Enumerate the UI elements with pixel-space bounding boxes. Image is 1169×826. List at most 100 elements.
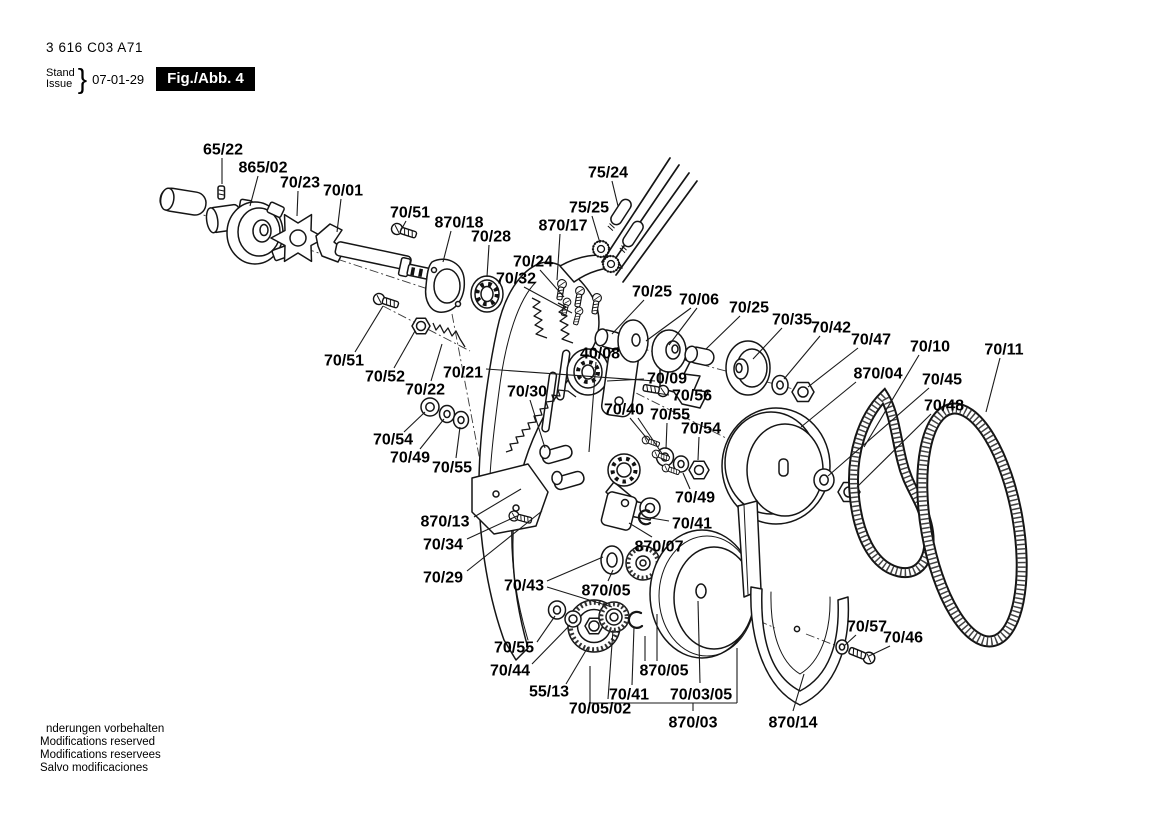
part-rollers-70-43 <box>539 444 585 491</box>
leader-line-70-54-left <box>403 411 426 433</box>
part-label-70-51-top: 70/51 <box>390 205 430 222</box>
leader-line-70-43 <box>546 586 613 608</box>
part-washer-70-42 <box>771 374 789 396</box>
leader-line-70-32 <box>523 286 573 314</box>
leader-line-870-07 <box>628 522 653 538</box>
part-spring-70-30 <box>505 389 577 453</box>
leader-line-70-56 <box>649 391 670 396</box>
part-label-70-03-05: 70/03/05 <box>670 687 732 704</box>
part-label-70-40: 70/40 <box>604 402 644 419</box>
leader-line-70-29 <box>466 510 543 572</box>
leader-line-70-06 <box>668 307 698 346</box>
leader-line-870-13 <box>473 488 522 518</box>
leader-line-70-57 <box>843 634 857 647</box>
leader-line-70-11 <box>985 357 1001 413</box>
leader-line-55-13 <box>565 646 589 685</box>
leader-line-870-17 <box>556 233 561 281</box>
part-label-870-04: 870/04 <box>854 366 903 383</box>
part-screw-70-46 <box>846 644 878 667</box>
part-label-70-34: 70/34 <box>423 537 463 554</box>
part-nut-70-52 <box>411 317 431 335</box>
part-foot-bracket <box>471 463 549 535</box>
leader-line-70-51-left <box>354 305 384 353</box>
part-label-870-03: 870/03 <box>669 715 718 732</box>
part-circlip-70-41-bottom <box>627 610 644 629</box>
issue-date: 07-01-29 <box>92 71 145 87</box>
part-washer-70-49-right <box>672 455 690 473</box>
leader-line-70-22 <box>430 343 443 382</box>
part-bushing-870-05-upper <box>600 545 624 575</box>
part-label-70-49-right: 70/49 <box>675 490 715 507</box>
leader-line-70-43 <box>546 556 604 582</box>
part-label-70-01: 70/01 <box>323 183 363 200</box>
part-label-870-17: 870/17 <box>539 218 588 235</box>
part-washer-70-55-bottom <box>547 600 567 620</box>
leader-line-70-40 <box>637 417 664 456</box>
part-label-70-22: 70/22 <box>405 382 445 399</box>
part-label-75-25: 75/25 <box>569 200 609 217</box>
issue-label: Issue <box>46 78 73 90</box>
part-label-70-25-left: 70/25 <box>632 284 672 301</box>
part-belt-70-10 <box>848 387 935 579</box>
part-disc-washer-a <box>617 319 649 363</box>
part-label-70-46: 70/46 <box>883 630 923 647</box>
part-label-870-13: 870/13 <box>421 514 470 531</box>
part-label-70-11: 70/11 <box>984 342 1023 359</box>
part-label-70-43: 70/43 <box>504 578 544 595</box>
leader-line-70-09 <box>606 378 645 382</box>
footer-line-es: Salvo modificaciones <box>40 762 149 774</box>
legal-footer: nderungen vorbehalten Modifications rese… <box>40 723 164 775</box>
leader-line-70-46 <box>868 645 891 657</box>
leader-line-70-41-mid <box>650 517 670 522</box>
leader-line-70-24 <box>539 269 565 298</box>
leader-line-70-48 <box>856 413 932 488</box>
leader-line-70-25-left <box>611 299 645 335</box>
part-nut-70-54-right <box>688 460 710 480</box>
leader-line-870-05-upper <box>607 569 614 582</box>
part-label-70-25-right: 70/25 <box>729 300 769 317</box>
part-ring-nut-75-25-b <box>601 254 621 274</box>
part-label-70-54-right: 70/54 <box>681 421 721 438</box>
leader-line-70-25-right <box>705 315 741 350</box>
part-label-70-55-bottom: 70/55 <box>494 640 534 657</box>
leader-line-70-35 <box>752 327 783 360</box>
leader-line-40-08 <box>588 361 597 453</box>
part-shaft-stub <box>159 187 207 216</box>
leader-line-70-03-05 <box>697 600 701 684</box>
part-pin-65-22 <box>217 185 226 200</box>
part-label-55-13: 55/13 <box>529 684 569 701</box>
part-label-70-57: 70/57 <box>847 619 887 636</box>
part-circlip-70-41-mid <box>637 509 652 526</box>
leader-line-70-55-left <box>455 426 461 459</box>
leader-line-70-45 <box>827 387 930 477</box>
leader-line-70-52 <box>393 330 416 369</box>
part-label-65-22: 65/22 <box>203 142 243 159</box>
part-label-70-23: 70/23 <box>280 175 320 192</box>
part-flange-870-18 <box>424 258 466 313</box>
leader-line-70-34 <box>466 515 518 540</box>
part-label-870-05-bottom: 870/05 <box>640 663 689 680</box>
part-spindle-70-01 <box>315 223 431 280</box>
part-coupling-865-02 <box>205 198 290 265</box>
part-pulley-870-04 <box>721 407 831 525</box>
part-nut-70-44 <box>564 610 582 628</box>
part-star-gear-70-23 <box>270 213 326 263</box>
part-spring-870-17-b <box>557 302 574 344</box>
leader-line-70-23 <box>296 190 299 217</box>
part-nut-70-54-left <box>420 397 440 417</box>
footer-line-de: nderungen vorbehalten <box>46 723 165 735</box>
stand-issue-label: Stand Issue <box>46 67 75 91</box>
leader-line-70-55-bottom <box>536 615 556 643</box>
part-label-70-24: 70/24 <box>513 254 553 271</box>
part-label-70-29: 70/29 <box>423 570 463 587</box>
leader-line-70-28 <box>486 244 490 278</box>
issue-row: Stand Issue } 07-01-29 Fig./Abb. 4 <box>46 63 255 95</box>
part-label-70-05-02: 70/05/02 <box>569 701 631 718</box>
part-ring-nut-75-25-a <box>591 239 611 259</box>
leader-line-70-40 <box>629 417 650 442</box>
leader-line-70-49-left <box>419 418 445 450</box>
leader-line-75-24 <box>611 180 619 207</box>
part-label-70-52: 70/52 <box>365 369 405 386</box>
